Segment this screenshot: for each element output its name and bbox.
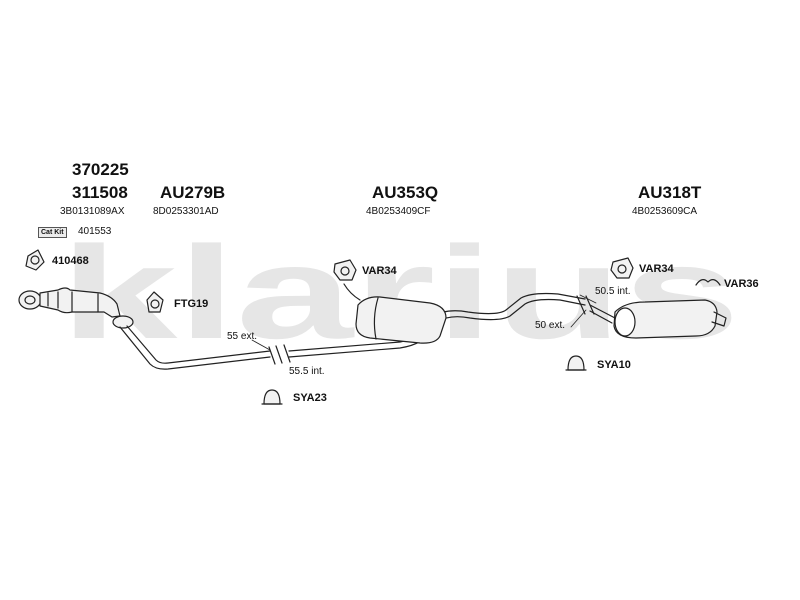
part-number-370225: 370225 bbox=[72, 160, 129, 179]
hanger-VAR36-label: VAR36 bbox=[724, 278, 759, 290]
hanger-VAR36-icon bbox=[695, 279, 721, 286]
clamp-SYA23-icon bbox=[261, 389, 283, 405]
rear-joint-ext-label: 50 ext. bbox=[535, 320, 566, 331]
oe-number-AU279B: 8D0253301AD bbox=[153, 206, 219, 217]
gasket-FTG19-label: FTG19 bbox=[174, 298, 209, 310]
clamp-SYA10-icon bbox=[565, 355, 587, 371]
front-pipe bbox=[112, 315, 271, 370]
clamp-SYA23-label: SYA23 bbox=[293, 392, 327, 404]
catalytic-converter bbox=[18, 287, 121, 318]
cat-kit-code: 401553 bbox=[78, 226, 112, 237]
front-joint-int-label: 55.5 int. bbox=[289, 366, 325, 377]
centre-silencer bbox=[343, 283, 447, 344]
oe-number-AU318T: 4B0253609CA bbox=[632, 206, 698, 217]
part-number-AU318T: AU318T bbox=[638, 183, 702, 202]
gasket-410468-icon bbox=[25, 249, 45, 271]
cat-kit-badge: Cat Kit bbox=[38, 227, 67, 238]
part-number-AU279B: AU279B bbox=[160, 183, 226, 202]
mount-VAR34-rear-label: VAR34 bbox=[639, 263, 674, 275]
oe-number-AU353Q: 4B0253409CF bbox=[366, 206, 431, 217]
front-joint-ext-label: 55 ext. bbox=[227, 331, 258, 342]
part-number-AU353Q: AU353Q bbox=[372, 183, 439, 202]
oe-number-311508: 3B0131089AX bbox=[60, 206, 125, 217]
gasket-FTG19-icon bbox=[146, 291, 164, 313]
rear-silencer bbox=[589, 299, 727, 339]
gasket-410468-label: 410468 bbox=[52, 255, 89, 267]
rear-joint-int-label: 50.5 int. bbox=[595, 286, 631, 297]
front-joint bbox=[268, 344, 291, 365]
part-number-311508: 311508 bbox=[72, 183, 128, 202]
mount-VAR34-mid-label: VAR34 bbox=[362, 265, 397, 277]
rubber-mount-mid-icon bbox=[333, 259, 357, 281]
clamp-SYA10-label: SYA10 bbox=[597, 359, 631, 371]
rubber-mount-rear-icon bbox=[610, 257, 634, 279]
